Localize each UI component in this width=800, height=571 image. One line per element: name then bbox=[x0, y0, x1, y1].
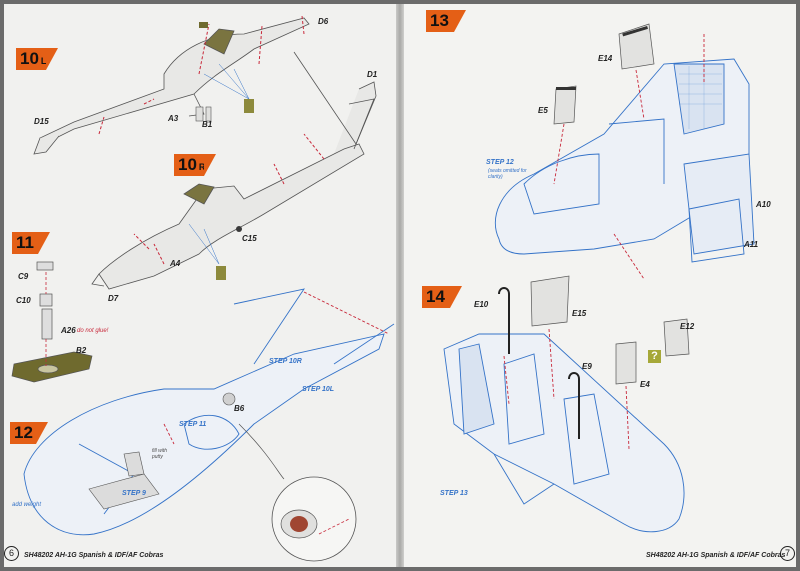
step13-parts bbox=[553, 23, 655, 125]
part-label-d6: D6 bbox=[318, 17, 329, 26]
step10r-arrows bbox=[133, 133, 325, 265]
part-label-b6: B6 bbox=[234, 404, 245, 413]
b1-part bbox=[195, 106, 204, 122]
part-label-b1: B1 bbox=[202, 120, 213, 129]
left-page-drawings bbox=[11, 15, 395, 562]
step14-cockpit bbox=[443, 333, 685, 533]
part-label-a11: A11 bbox=[744, 240, 759, 249]
page-number-right: 7 bbox=[780, 546, 795, 561]
step10l-leader-lines bbox=[203, 63, 250, 100]
note-do-not-glue: do not glue! bbox=[77, 328, 109, 334]
part-label-c9: C9 bbox=[18, 272, 29, 281]
page-number-left: 6 bbox=[4, 546, 19, 561]
footer-right: SH48202 AH-1G Spanish & IDF/AF Cobras bbox=[646, 552, 786, 559]
part-label-a10: A10 bbox=[756, 200, 771, 209]
note-add-weight: add weight bbox=[12, 502, 42, 508]
step-flag-12: 12 bbox=[10, 422, 48, 444]
part-label-d7: D7 bbox=[108, 294, 119, 303]
part-label-c10: C10 bbox=[16, 296, 31, 305]
step-flag-14: 14 bbox=[422, 286, 462, 308]
right-page-drawings bbox=[443, 23, 755, 533]
part-label-d15: D15 bbox=[34, 117, 49, 126]
c15-part bbox=[236, 226, 242, 232]
book-gutter bbox=[396, 4, 404, 567]
right-page: 13 14 E14 E5 A10 A11 E10 E15 E12 E9 E4 S… bbox=[404, 4, 796, 567]
part-label-e15: E15 bbox=[572, 309, 587, 318]
part-label-e9: E9 bbox=[582, 362, 592, 371]
part-label-a3: A3 bbox=[168, 114, 179, 123]
step10l-arrows bbox=[98, 15, 305, 135]
step10l-fuselage bbox=[33, 17, 377, 155]
part-label-a4: A4 bbox=[170, 259, 181, 268]
step10r-decal bbox=[216, 266, 226, 280]
footer-left: SH48202 AH-1G Spanish & IDF/AF Cobras bbox=[24, 552, 164, 559]
part-label-d1: D1 bbox=[367, 70, 378, 79]
note-step10r: STEP 10R bbox=[269, 358, 302, 365]
step13-arrows bbox=[553, 34, 705, 280]
step-flag-11: 11 bbox=[12, 232, 50, 254]
part-label-e10: E10 bbox=[474, 300, 489, 309]
step12-seat bbox=[88, 451, 160, 510]
step10l-olive-part bbox=[199, 22, 208, 28]
note-seats-omitted: (seats omitted for clarity) bbox=[488, 168, 527, 180]
part-label-a26: A26 bbox=[61, 326, 76, 335]
step-flag-13: 13 bbox=[426, 10, 466, 32]
step14-arrows bbox=[503, 328, 630, 450]
note-step10l: STEP 10L bbox=[302, 386, 335, 393]
step14-parts bbox=[530, 275, 690, 385]
step13-cockpit bbox=[494, 58, 755, 263]
note-step9: STEP 9 bbox=[122, 490, 146, 497]
part-label-e4: E4 bbox=[640, 380, 650, 389]
question-mark-icon: ? bbox=[648, 350, 661, 363]
step11-assembly bbox=[11, 261, 93, 383]
b6-part bbox=[222, 392, 236, 406]
part-label-e14: E14 bbox=[598, 54, 613, 63]
part-label-b2: B2 bbox=[76, 346, 87, 355]
note-step11: STEP 11 bbox=[179, 421, 207, 428]
step10r-fuselage bbox=[91, 98, 375, 290]
part-label-e12: E12 bbox=[680, 322, 695, 331]
note-step12: STEP 12 bbox=[486, 159, 514, 166]
part-label-e5: E5 bbox=[538, 106, 548, 115]
note-step13: STEP 13 bbox=[440, 490, 468, 497]
step10r-leader-lines bbox=[188, 223, 220, 265]
part-label-c15: C15 bbox=[242, 234, 257, 243]
note-fill-putty: fill with putty bbox=[152, 448, 168, 460]
step10l-decal bbox=[244, 99, 254, 113]
